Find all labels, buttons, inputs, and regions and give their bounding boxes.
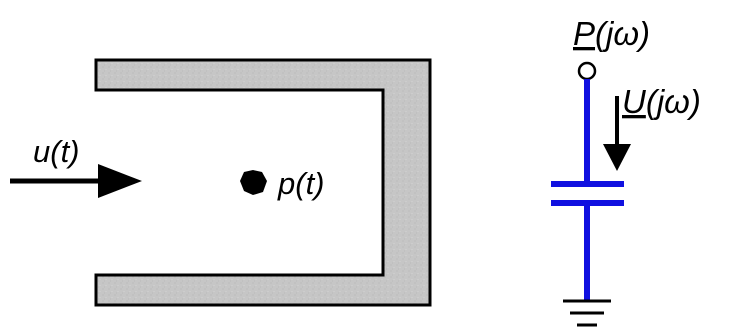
input-arrow [10,164,142,198]
node-label: P(jω) [573,15,650,52]
observation-point [240,170,267,195]
flow-label-base: U [622,83,646,120]
node-label-arg: (jω) [595,15,650,52]
flow-arrow [603,96,631,171]
point-label: p(t) [277,166,325,201]
ground-icon [563,299,611,327]
flow-label: U(jω) [622,83,701,120]
enclosure-wall [94,58,432,307]
flow-label-arg: (jω) [646,83,701,120]
input-label: u(t) [33,134,80,169]
terminal-node [577,61,597,81]
node-label-base: P [573,15,595,52]
